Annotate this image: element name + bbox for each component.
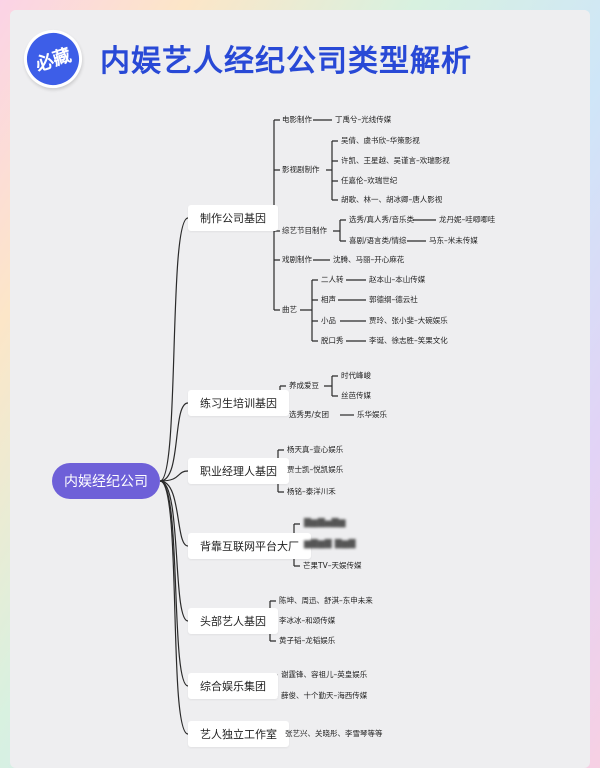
branch-studio: 艺人独立工作室	[188, 721, 289, 747]
quyi-item: 贾玲、张小斐–大碗娱乐	[369, 316, 448, 325]
artist-item: 李冰冰–和颂传媒	[279, 616, 336, 625]
variety-label: 综艺节目制作	[282, 226, 327, 235]
trainee-item: 时代峰峻	[341, 371, 371, 380]
quyi-sub: 小品	[321, 316, 336, 325]
manager-item: 杨天真–壹心娱乐	[287, 445, 344, 454]
branch-internet: 背靠互联网平台大厂	[188, 533, 311, 559]
branch-manager: 职业经理人基因	[188, 458, 289, 484]
trainee-item: 乐华娱乐	[357, 410, 387, 419]
quyi-item: 李诞、徐志胜–笑果文化	[369, 336, 448, 345]
quyi-sub: 相声	[321, 295, 336, 304]
page-title: 内娱艺人经纪公司类型解析	[100, 44, 472, 79]
quyi-item: 赵本山–本山传媒	[369, 275, 426, 284]
mindmap-card: 必藏 内娱艺人经纪公司类型解析	[10, 10, 590, 768]
variety-item: 马东–米未传媒	[429, 236, 478, 245]
quyi-label: 曲艺	[282, 305, 297, 314]
tv-item: 许凯、王星越、吴谨言–欢瑞影视	[341, 156, 450, 165]
variety-item: 龙丹妮–哇唧唧哇	[439, 215, 496, 224]
quyi-item: 郭德纲–德云社	[369, 295, 418, 304]
quyi-sub: 脱口秀	[321, 336, 344, 345]
branch-group: 综合娱乐集团	[188, 673, 278, 699]
drama-item: 沈腾、马丽–开心麻花	[333, 255, 405, 264]
manager-item: 杨铭–泰洋川禾	[287, 487, 336, 496]
tv-item: 任嘉伦–欢瑞世纪	[341, 176, 398, 185]
group-item: 薛俊、十个勤天–海西传媒	[281, 691, 368, 700]
obscured-item: ▇▆▇▅▇▆	[304, 518, 346, 528]
tv-item: 吴倩、虞书欣–华策影视	[341, 136, 420, 145]
group-item: 谢霆锋、容祖儿–英皇娱乐	[281, 670, 368, 679]
internet-item: 芒果TV–天娱传媒	[303, 561, 362, 570]
branch-trainee: 练习生培训基因	[188, 390, 289, 416]
drama-label: 戏剧制作	[282, 255, 312, 264]
film-label: 电影制作	[282, 115, 312, 124]
branch-artist: 头部艺人基因	[188, 608, 278, 634]
trainee-sub: 选秀男/女团	[289, 410, 330, 419]
manager-item: 贾士凯–悦凯娱乐	[287, 465, 344, 474]
film-item: 丁禹兮–光线传媒	[335, 115, 392, 124]
root-node: 内娱经纪公司	[52, 463, 160, 499]
variety-sub: 喜剧/语言类/情综	[349, 236, 407, 245]
title-bar: 必藏 内娱艺人经纪公司类型解析	[10, 10, 590, 96]
artist-item: 陈坤、周迅、舒淇–东申未来	[279, 596, 373, 605]
tv-item: 胡歌、林一、胡冰卿–唐人影视	[341, 195, 443, 204]
trainee-item: 丝芭传媒	[341, 391, 371, 400]
studio-item: 张艺兴、关晓彤、李雪琴等等	[285, 729, 383, 738]
branch-production: 制作公司基因	[188, 205, 278, 231]
tv-label: 影视剧制作	[282, 165, 320, 174]
obscured-item: ▆▇▆▇ ▇▆▇	[304, 539, 356, 549]
variety-sub: 选秀/真人秀/音乐类	[349, 215, 415, 224]
artist-item: 黄子韬–龙韬娱乐	[279, 636, 336, 645]
trainee-sub: 养成爱豆	[289, 381, 319, 390]
quyi-sub: 二人转	[321, 275, 344, 284]
